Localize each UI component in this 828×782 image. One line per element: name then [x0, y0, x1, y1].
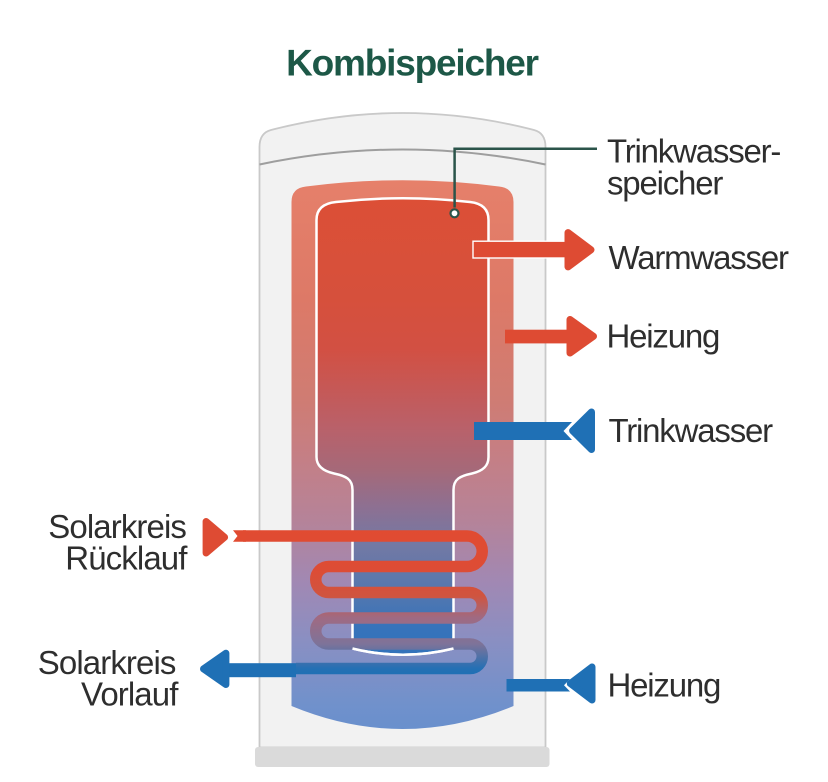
- svg-text:Heizung: Heizung: [608, 666, 721, 703]
- svg-text:Solarkreis: Solarkreis: [38, 644, 176, 681]
- svg-text:Trinkwasser-: Trinkwasser-: [607, 132, 780, 169]
- svg-text:Solarkreis: Solarkreis: [48, 508, 186, 545]
- svg-text:Trinkwasser: Trinkwasser: [609, 412, 774, 449]
- svg-text:Kombispeicher: Kombispeicher: [286, 43, 538, 84]
- svg-text:Vorlauf: Vorlauf: [81, 676, 179, 713]
- svg-text:Warmwasser: Warmwasser: [609, 239, 789, 276]
- svg-text:speicher: speicher: [607, 164, 723, 201]
- svg-text:Rücklauf: Rücklauf: [65, 540, 188, 577]
- svg-text:Heizung: Heizung: [607, 317, 720, 354]
